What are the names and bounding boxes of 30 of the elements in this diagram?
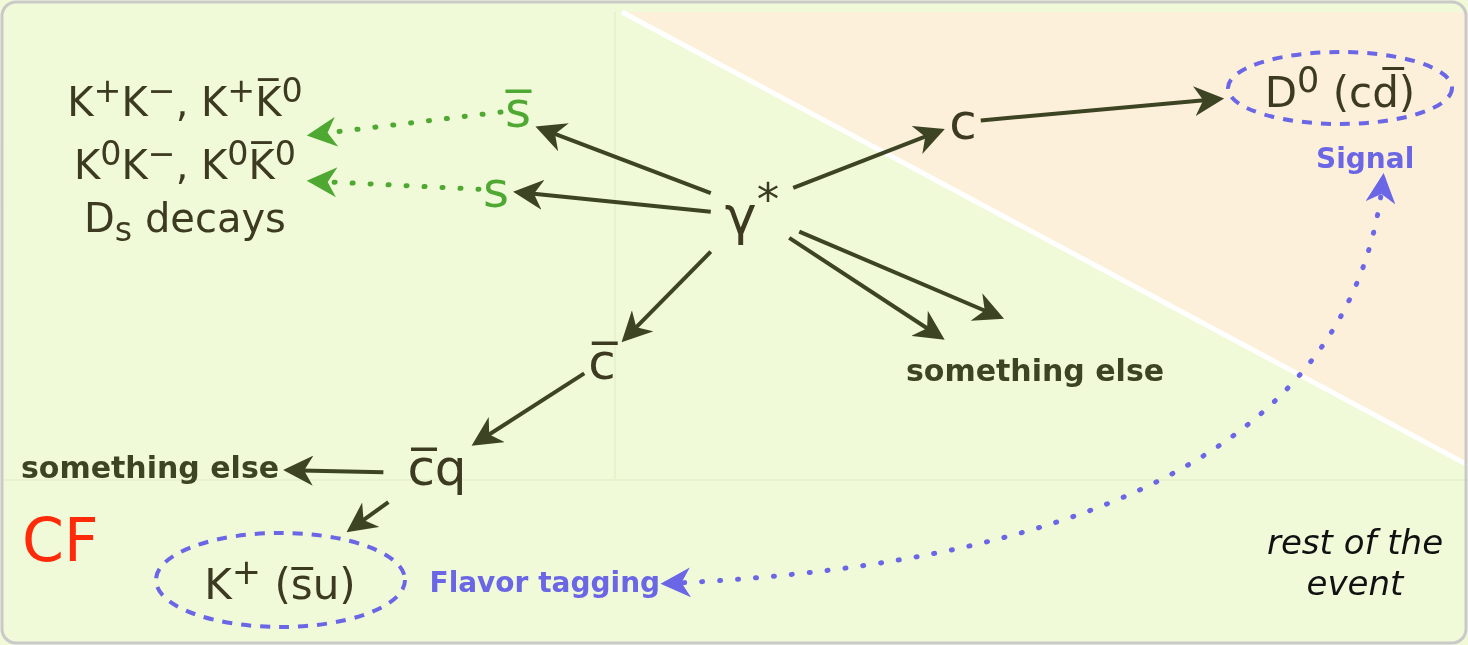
arrow [283,455,384,486]
annotation-label: Signal [1316,141,1415,175]
dotted-arrow [306,109,504,147]
particle-label: K$^{+}$ (s̅u) [204,551,356,609]
particle-label: s [482,161,510,219]
dotted-arrow [660,173,1394,597]
note-text: rest of the event [1255,522,1455,604]
particle-label: something else [905,352,1165,388]
decay-text: K$^{0}$K$^{−}$, K$^{0}$K̅$^{0}$ [73,133,297,191]
arrow [471,371,586,446]
particle-label: c [949,93,977,151]
arrow [792,125,945,190]
arrow [621,250,713,343]
arrow [513,179,711,214]
arrow [346,500,390,533]
arrow [980,86,1225,123]
particle-label: D$^{0}$ (cd̅) [1264,59,1416,117]
particle-label: c̅ [588,333,616,391]
corner-label: CF [22,505,99,575]
particle-label: γ$^{*}$ [724,173,780,247]
decay-text: K$^{+}$K$^{−}$, K$^{+}$K̅$^{0}$ [67,69,303,127]
particle-label: c̅q [407,439,467,497]
dotted-arrow [306,167,482,198]
decay-text: D$_{s}$ decays [83,193,287,251]
particle-label: something else [20,449,280,485]
annotation-label: Flavor tagging [429,565,661,599]
arrow [798,229,1005,321]
arrow [535,123,712,195]
arrow [788,236,945,340]
particle-label: s̅ [504,81,532,139]
